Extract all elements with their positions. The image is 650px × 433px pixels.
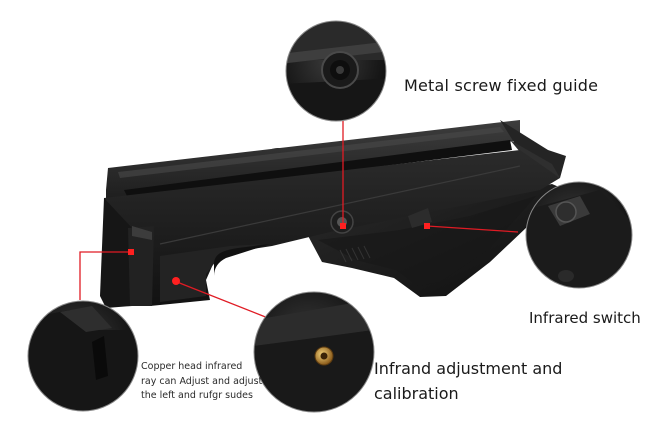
foregrip-body xyxy=(100,120,566,308)
callout-label-line: the left and rufgr sudes xyxy=(141,390,253,401)
callout-label-line: Copper head infrared xyxy=(141,361,243,372)
callout-label-line: calibration xyxy=(374,384,459,403)
callout-markers xyxy=(128,223,430,285)
zoom-copper-head xyxy=(27,300,139,412)
callout-label-line: Infrand adjustment and xyxy=(374,359,563,378)
callout-label-infrared-adjustment: Infrand adjustment and calibration xyxy=(374,356,574,406)
zoom-infrared-switch xyxy=(525,181,633,289)
callout-label-infrared-switch: Infrared switch xyxy=(529,309,641,327)
callout-label-copper-head: Copper head infrared ray can Adjust and … xyxy=(141,360,286,404)
callout-label-line: ray can Adjust and adjust xyxy=(141,375,263,387)
callout-leader-lines xyxy=(79,121,519,319)
callout-label-metal-screw: Metal screw fixed guide xyxy=(404,76,599,95)
zoom-metal-screw xyxy=(285,20,387,122)
zoom-infrared-adjustment xyxy=(253,291,375,413)
